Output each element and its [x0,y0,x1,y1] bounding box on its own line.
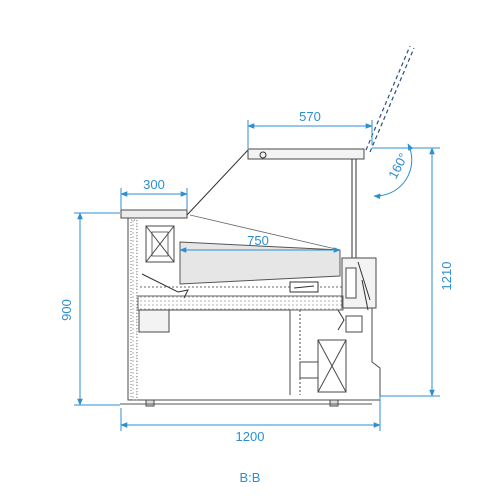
body-outer [127,218,381,401]
dim-overall-width: 1200 [236,429,265,444]
inclined-glass [186,149,260,216]
dim-arc-opening-angle [373,143,414,200]
dim-inner-depth: 750 [247,233,269,248]
foot-left [145,399,155,407]
section-label: B:B [240,470,261,485]
condenser-part [345,315,363,333]
dim-top-width: 570 [299,109,321,124]
top-shelf [120,209,188,219]
drain-box [138,309,170,333]
foot-right [329,399,339,407]
base-deck [137,295,344,311]
evaporator-box [145,225,175,263]
dim-shelf-depth: 300 [143,177,165,192]
dim-opening-angle: 160° [385,150,411,181]
dim-height-total: 1210 [439,262,454,291]
top-canopy [247,148,365,160]
left-wall-insulation [130,219,138,401]
opened-glass-dashed [365,45,415,153]
dim-height-left: 900 [59,299,74,321]
display-tray [179,241,341,285]
